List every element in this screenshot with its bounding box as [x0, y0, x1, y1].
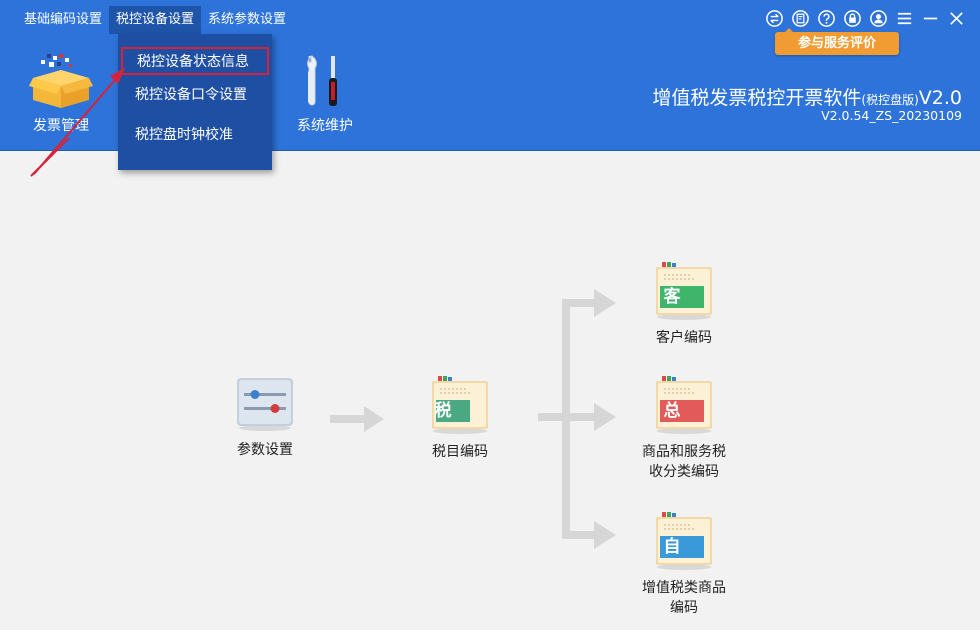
eval-notch [784, 28, 794, 33]
flow-branch-arrows [538, 289, 616, 549]
app-version: V2.0.54_ZS_20230109 [821, 108, 962, 123]
switch-icon[interactable] [765, 9, 784, 28]
title-icons [765, 9, 966, 28]
tax-item-code-node[interactable]: 税 税目编码 [410, 376, 510, 462]
params-setting-node[interactable]: 参数设置 [215, 376, 315, 460]
goods-book-icon [656, 376, 712, 434]
tax-item-code-label: 税目编码 [432, 444, 488, 460]
customer-book-icon [656, 262, 712, 320]
tax-item-book-icon [432, 376, 488, 434]
params-setting-label: 参数设置 [237, 442, 293, 458]
menu-icon[interactable] [895, 9, 914, 28]
system-maintenance-label: 系统维护 [297, 118, 353, 134]
vat-goods-book-icon [656, 512, 712, 570]
help-icon[interactable] [817, 9, 836, 28]
invoice-management-label: 发票管理 [33, 118, 89, 134]
goods-tax-code-node[interactable]: 总 商品和服务税 收分类编码 [634, 376, 734, 482]
app-title-main: 增值税发票税控开票软件 [652, 87, 862, 109]
tax-item-char: 税 [434, 401, 452, 421]
customer-code-node[interactable]: 客 客户编码 [634, 262, 734, 348]
app-edition: (税控盘版) [861, 93, 919, 107]
lock-icon[interactable] [843, 9, 862, 28]
customer-code-label: 客户编码 [656, 330, 712, 346]
app-title-suffix: V2.0 [918, 87, 962, 109]
system-maintenance-tool[interactable]: 系统维护 [295, 52, 355, 135]
menubar: 基础编码设置 税控设备设置 系统参数设置 [0, 6, 293, 34]
wrench-screwdriver-icon [307, 55, 337, 106]
note-icon[interactable] [791, 9, 810, 28]
vat-goods-char: 自 [663, 537, 681, 557]
main-flow-area: 参数设置 税 税目编码 [0, 151, 980, 630]
goods-tax-code-label: 商品和服务税 收分类编码 [642, 444, 726, 480]
menu-basic-code-settings[interactable]: 基础编码设置 [24, 12, 103, 27]
menu-tax-device-settings[interactable]: 税控设备设置 [109, 6, 202, 34]
close-icon[interactable] [947, 9, 966, 28]
service-evaluation-button[interactable]: 参与服务评价 [775, 32, 899, 55]
flow-arrow-1 [330, 406, 384, 432]
red-annotation-arrow-line [33, 68, 125, 175]
user-icon[interactable] [869, 9, 888, 28]
sliders-icon [237, 378, 293, 431]
invoice-management-tool[interactable]: 发票管理 [29, 52, 93, 135]
customer-char: 客 [663, 287, 681, 307]
tax-device-dropdown: 税控设备状态信息 税控设备口令设置 税控盘时钟校准 [118, 34, 272, 170]
vat-goods-code-label: 增值税类商品 编码 [642, 580, 726, 616]
menu-system-param-settings[interactable]: 系统参数设置 [208, 12, 287, 27]
invoice-box-icon [29, 54, 93, 108]
goods-char: 总 [663, 401, 681, 421]
minimize-icon[interactable] [921, 9, 940, 28]
dropdown-item-clock-calibration[interactable]: 税控盘时钟校准 [135, 127, 233, 143]
dropdown-item-device-status[interactable]: 税控设备状态信息 [121, 47, 269, 75]
dropdown-item-device-password[interactable]: 税控设备口令设置 [135, 87, 247, 103]
vat-goods-code-node[interactable]: 自 增值税类商品 编码 [634, 512, 734, 618]
app-title: 增值税发票税控开票软件(税控盘版)V2.0 [652, 83, 962, 110]
